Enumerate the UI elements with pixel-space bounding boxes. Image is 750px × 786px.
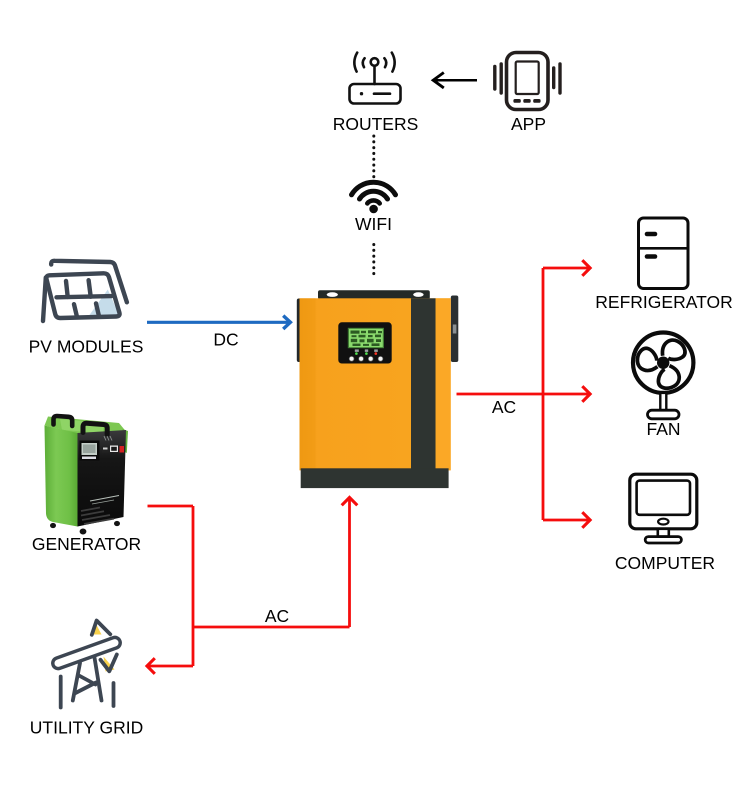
svg-text:FAN: FAN: [646, 419, 680, 439]
svg-text:AC: AC: [492, 397, 516, 417]
svg-text:PV MODULES: PV MODULES: [29, 336, 144, 356]
svg-text:AC: AC: [265, 606, 289, 626]
svg-text:COMPUTER: COMPUTER: [615, 553, 715, 573]
svg-text:ROUTERS: ROUTERS: [333, 114, 419, 134]
svg-text:APP: APP: [511, 114, 546, 134]
svg-text:UTILITY GRID: UTILITY GRID: [30, 718, 143, 738]
svg-text:DC: DC: [213, 330, 238, 350]
svg-text:WIFI: WIFI: [355, 214, 392, 234]
svg-text:GENERATOR: GENERATOR: [32, 534, 141, 554]
svg-text:REFRIGERATOR: REFRIGERATOR: [595, 292, 732, 312]
